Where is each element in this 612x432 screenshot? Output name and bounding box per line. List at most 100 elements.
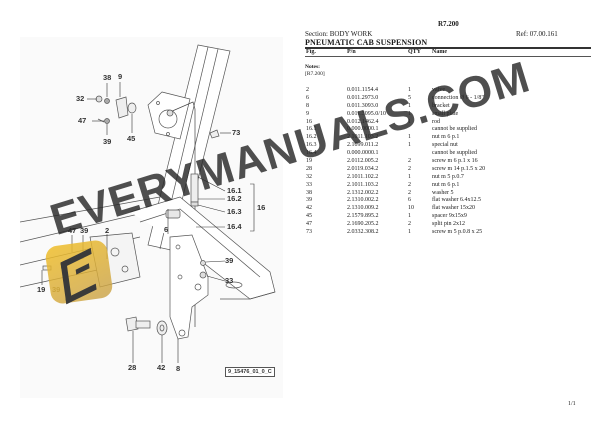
cell-part-number: 0.012.1462.4 (347, 118, 379, 125)
cell-fig: 6 (306, 94, 309, 101)
cell-fig: 16.1 (306, 126, 317, 133)
cell-fig: 16.3 (306, 142, 317, 149)
cell-qty: 1 (408, 229, 411, 236)
cell-part-number: 2.1690.205.2 (347, 221, 379, 228)
figure-reference-label: 9_15476_01_0_C (225, 367, 275, 377)
callout-42: 42 (157, 363, 166, 372)
cell-part-number: 2.0332.308.2 (347, 229, 379, 236)
cell-part-number: 0.011.3093.0 (347, 102, 379, 109)
callout-9: 9 (118, 72, 123, 81)
cell-part-number: 2.1310.002.2 (347, 197, 379, 204)
cell-fig: 42 (306, 205, 312, 212)
cell-qty: 1 (408, 110, 411, 117)
cell-fig: 2 (306, 87, 309, 93)
cell-qty: 2 (408, 189, 411, 196)
cell-qty: 1 (408, 142, 411, 149)
column-header-pn: P/n (347, 49, 356, 55)
callout-39-mid: 39 (80, 226, 89, 235)
cell-name: spacer 9x15x9 (432, 213, 467, 220)
callout-19: 19 (37, 285, 46, 294)
table-row: 16.1 0.000.0000.1 cannot be supplied (305, 126, 595, 134)
table-row: 73 2.0332.308.2 1 screw m 5 p.0.8 x 25 (305, 229, 595, 237)
watermark-logo-icon (44, 238, 114, 306)
cell-name: washer 5 (432, 189, 454, 196)
cell-fig: 33 (306, 181, 312, 188)
cell-qty: 1 (408, 134, 411, 141)
cell-part-number: 0.011.2973.0 (347, 94, 379, 101)
callout-16: 16 (257, 203, 266, 212)
cell-qty: 2 (408, 221, 411, 228)
callout-45: 45 (127, 134, 136, 143)
cell-fig: 47 (306, 221, 312, 228)
diagram-line-art (20, 44, 276, 363)
section-label: Section: BODY WORK (305, 30, 373, 38)
callout-47-top: 47 (78, 116, 87, 125)
callout-73: 73 (232, 128, 241, 137)
callout-39-bracket: 39 (225, 256, 234, 265)
cell-name: connection Ø 6 - 1/8" (432, 94, 484, 101)
cell-qty: 1 (408, 118, 411, 125)
cell-qty: 2 (408, 165, 411, 172)
cell-fig: 16 (306, 118, 312, 125)
callout-6: 6 (164, 225, 169, 234)
callout-2: 2 (105, 226, 110, 235)
cell-part-number: 2.1579.895.2 (347, 213, 379, 220)
column-header-fig: Fig. (306, 49, 316, 55)
cell-qty: 1 (408, 102, 411, 109)
watermark-e-glyph-icon (60, 247, 97, 305)
page-title: PNEUMATIC CAB SUSPENSION (305, 38, 428, 47)
callout-38: 38 (103, 73, 112, 82)
cell-part-number: 0.000.0000.1 (347, 126, 379, 133)
table-row: 42 2.1310.009.2 10 flat washer 15x20 (305, 205, 595, 213)
cell-qty: 1 (408, 213, 411, 220)
cell-qty: 2 (408, 158, 411, 165)
notes-label: Notes: (305, 64, 320, 70)
cell-part-number: 2.1310.009.2 (347, 205, 379, 212)
column-header-qty: QTY (408, 49, 422, 55)
column-header-divider (305, 56, 591, 57)
header-divider (305, 47, 591, 49)
cell-fig: 32 (306, 173, 312, 180)
cell-part-number: 2.0112.005.2 (347, 158, 379, 165)
cell-qty: 6 (408, 197, 411, 204)
cell-fig: 8 (306, 102, 309, 109)
table-row: 16 0.012.1462.4 1 rod (305, 119, 595, 127)
cell-part-number: 2.1099.011.2 (347, 142, 379, 149)
cell-fig: 73 (306, 229, 312, 236)
cell-part-number: 2.1011.103.2 (347, 134, 379, 141)
cell-name: rod (432, 118, 440, 125)
model-name: R7.200 (438, 20, 459, 28)
callout-33: 33 (225, 276, 234, 285)
cell-part-number: 2.1011.103.2 (347, 181, 379, 188)
cell-name: screw m 6 p.1 x 16 (432, 158, 478, 165)
cell-name: valve (432, 87, 445, 93)
cell-qty: 10 (408, 205, 414, 212)
cell-part-number: 0.011.3095.0/10 (347, 110, 386, 117)
cell-fig: 9 (306, 110, 309, 117)
cell-name: cannot be supplied (432, 150, 477, 157)
reference-number: Ref: 07.00.161 (516, 30, 558, 38)
cell-qty: 1 (408, 173, 411, 180)
callout-32: 32 (76, 94, 85, 103)
cell-part-number: 2.1011.102.2 (347, 173, 379, 180)
cell-part-number: 0.011.1154.4 (347, 87, 379, 93)
cell-name: flat washer 15x20 (432, 205, 475, 212)
cell-name: cannot be supplied (432, 126, 477, 133)
cell-name: screw m 5 p.0.8 x 25 (432, 229, 483, 236)
callout-16-4: 16.4 (227, 222, 242, 231)
cell-name: screw m 14 p.1.5 x 20 (432, 165, 486, 172)
callout-8: 8 (176, 364, 181, 373)
cell-fig: 38 (306, 189, 312, 196)
cell-qty: 2 (408, 181, 411, 188)
callout-39-top: 39 (103, 137, 112, 146)
cell-part-number: 0.000.0000.1 (347, 150, 379, 157)
